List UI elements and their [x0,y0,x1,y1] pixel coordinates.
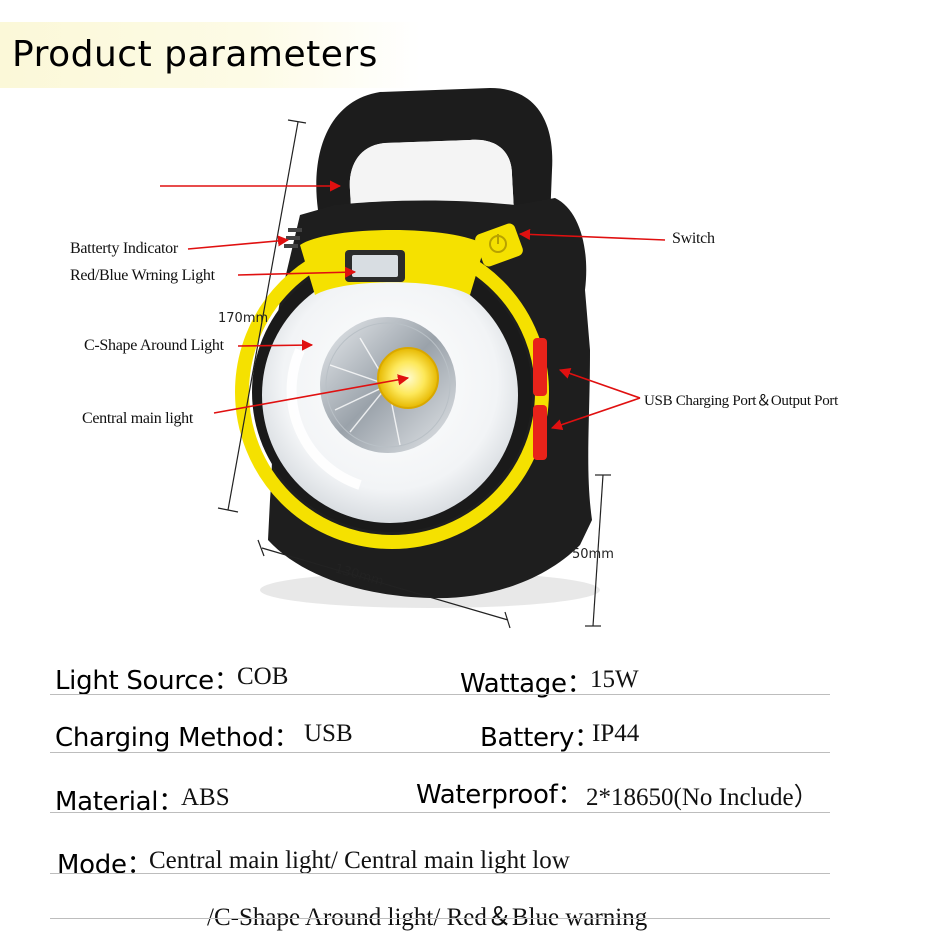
spec-divider [50,694,830,695]
handle [316,88,553,230]
warning-light-label: Red/Blue Wrning Light [70,267,215,284]
battery-value: IP44 [592,720,640,747]
usb-port-bottom [533,405,547,460]
battery-arrow [187,235,290,250]
battery-label: Battery： [480,723,600,753]
title-banner [0,22,420,88]
c-shape-arrow [237,339,314,351]
usb-port-label: USB Charging Port＆Output Port [644,393,838,409]
light-source-label: Light Source： [55,666,240,696]
width-dim-line [261,547,509,621]
waterproof-label: Waterproof： [416,780,584,810]
central-light-label: Central main light [82,410,194,427]
battery-indicator-dots [284,228,302,248]
spec-divider [50,752,830,753]
switch-label: Switch [672,230,715,247]
depth-dim-line [592,474,604,627]
spec-divider [50,812,830,813]
c-shape-strip [286,347,362,490]
height-dimension: 170mm [218,311,269,326]
usb-arrow-top [558,368,641,399]
mode-value-line-1: Central main light/ Central main light l… [149,847,570,874]
wattage-value: 15W [590,666,639,693]
spec-divider [50,873,830,874]
usb-arrow-bottom [550,397,641,431]
mode-label: Mode： [57,850,153,880]
page-title: Product parameters [12,34,378,75]
charging-method-label: Charging Method： [55,723,300,753]
mode-value-line-2: /C-Shape Around light/ Red＆Blue warning [207,904,648,931]
spec-divider [50,918,830,919]
warning-arrow [237,266,357,278]
switch-assembly [475,223,523,267]
depth-dimension: 50mm [572,547,614,562]
light-source-value: COB [237,663,289,690]
waterproof-value: 2*18650(No Include） [586,784,819,811]
c-shape-light-label: C-Shape Around Light [84,337,224,354]
switch-arrow [518,228,666,241]
material-value: ABS [181,784,230,811]
charging-method-value: USB [304,720,353,747]
battery-indicator-label: Batterty Indicator [70,240,178,257]
central-arrow [213,374,410,414]
usb-port-top [533,338,547,396]
